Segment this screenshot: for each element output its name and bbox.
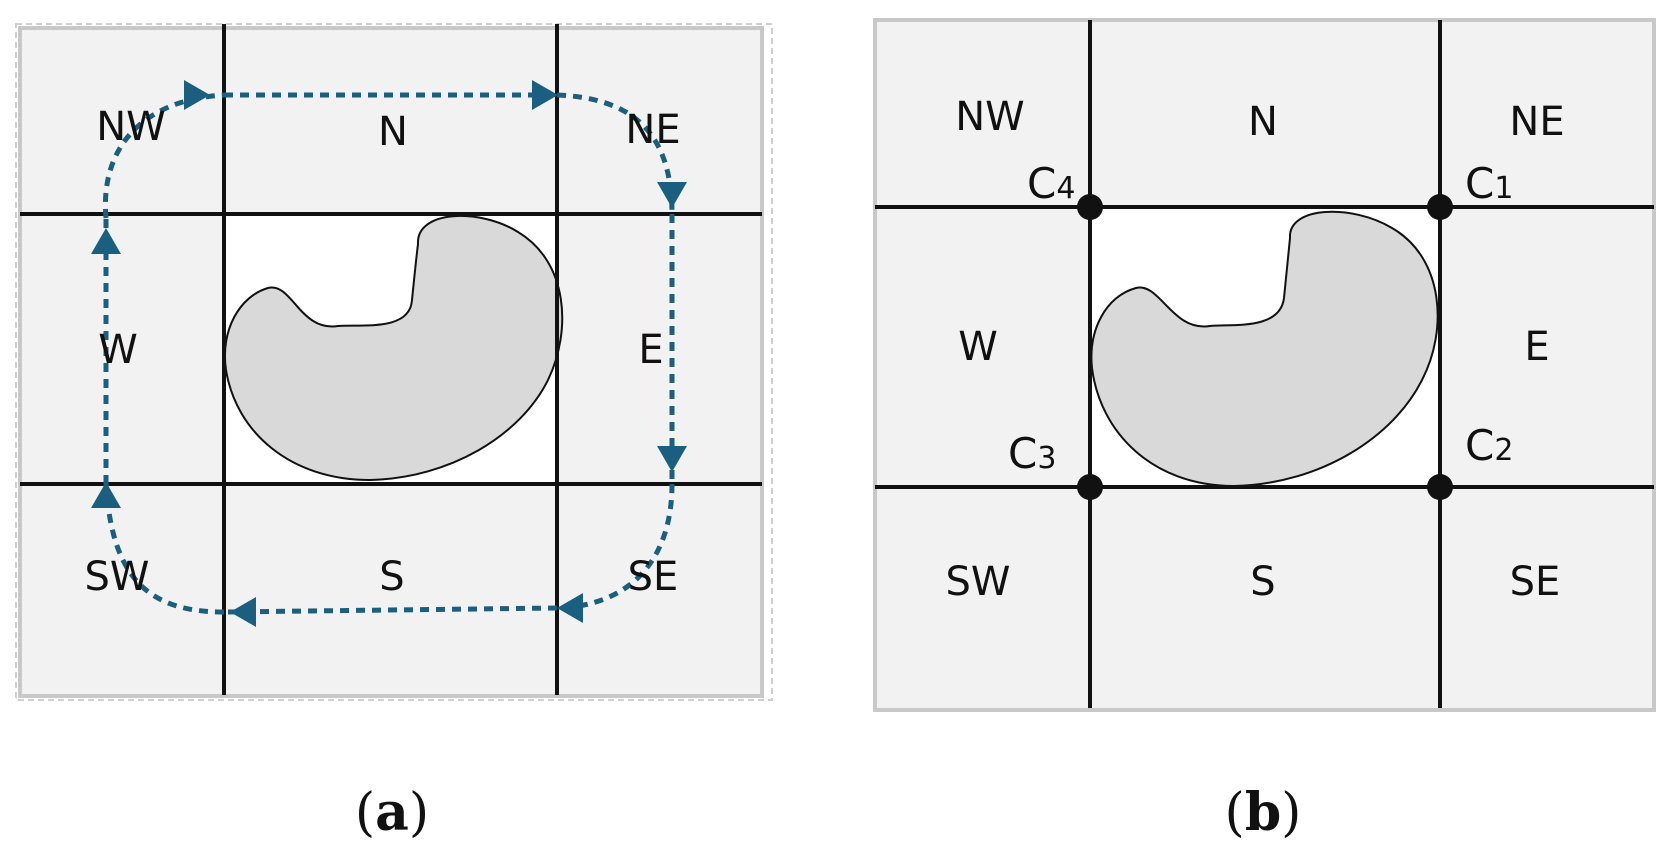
arrowhead-icon bbox=[230, 597, 256, 627]
panel-b-label-ne: NE bbox=[1509, 99, 1564, 145]
panel-a-label-w: W bbox=[98, 327, 138, 373]
panel-b-region-labels: NW N NE W E SW S SE bbox=[946, 94, 1565, 605]
corner-label-c2-index: 2 bbox=[1494, 433, 1513, 468]
panel-b-label-w: W bbox=[958, 324, 998, 370]
panel-a-path-arrowheads bbox=[91, 80, 687, 627]
corner-label-c2-letter: C bbox=[1465, 421, 1494, 470]
panel-a-label-e: E bbox=[638, 327, 663, 373]
corner-point-c2 bbox=[1427, 474, 1453, 500]
panel-a-label-s: S bbox=[379, 554, 404, 600]
panel-b: C1 C2 C3 C4 NW N NE W E SW S SE (b) bbox=[873, 18, 1656, 843]
corner-label-c1-letter: C bbox=[1465, 159, 1494, 208]
corner-label-c4-letter: C bbox=[1027, 159, 1056, 208]
corner-point-c3 bbox=[1077, 474, 1103, 500]
corner-label-c2: C2 bbox=[1465, 421, 1513, 470]
panel-a-region-labels: NW N NE W E SW S SE bbox=[85, 104, 681, 600]
panel-a-caption-letter: a bbox=[375, 782, 409, 843]
arrowhead-icon bbox=[657, 182, 687, 208]
panel-b-object-shape bbox=[1090, 210, 1439, 488]
panel-b-caption-letter: b bbox=[1245, 782, 1281, 843]
corner-point-c4 bbox=[1077, 194, 1103, 220]
panel-b-label-n: N bbox=[1248, 99, 1278, 145]
panel-b-label-se: SE bbox=[1510, 559, 1561, 605]
panel-a-label-n: N bbox=[378, 109, 408, 155]
corner-label-c4-index: 4 bbox=[1056, 171, 1075, 206]
panel-b-label-s: S bbox=[1250, 559, 1275, 605]
arrowhead-icon bbox=[184, 80, 210, 110]
arrowhead-icon bbox=[532, 80, 558, 110]
arrowhead-icon bbox=[557, 593, 583, 623]
panel-a-grid-lines bbox=[20, 24, 762, 695]
panel-a-label-se: SE bbox=[628, 554, 679, 600]
corner-label-c3: C3 bbox=[1008, 429, 1056, 478]
panel-a: NW N NE W E SW S SE (a) bbox=[15, 23, 773, 843]
panel-a-caption-open: ( bbox=[355, 783, 375, 843]
panel-b-caption: (b) bbox=[1225, 782, 1302, 843]
corner-label-c3-index: 3 bbox=[1037, 441, 1056, 476]
panel-a-outer-dashed-border bbox=[15, 23, 773, 701]
panel-b-caption-open: ( bbox=[1225, 783, 1245, 843]
corner-label-c1-index: 1 bbox=[1494, 171, 1513, 206]
arrowhead-icon bbox=[91, 228, 121, 254]
corner-label-c4: C4 bbox=[1027, 159, 1075, 208]
panel-a-label-ne: NE bbox=[625, 107, 680, 153]
panel-a-label-sw: SW bbox=[85, 554, 150, 600]
panel-a-label-nw: NW bbox=[96, 104, 165, 150]
panel-a-caption-close: ) bbox=[409, 783, 429, 843]
panel-b-caption-close: ) bbox=[1281, 783, 1301, 843]
panel-b-label-sw: SW bbox=[946, 559, 1011, 605]
panel-b-label-nw: NW bbox=[955, 94, 1024, 140]
arrowhead-icon bbox=[657, 446, 687, 472]
panel-b-label-e: E bbox=[1524, 324, 1549, 370]
corner-label-c3-letter: C bbox=[1008, 429, 1037, 478]
arrowhead-icon bbox=[91, 482, 121, 508]
panel-b-corner-points bbox=[1077, 194, 1453, 500]
panel-a-object-shape bbox=[223, 214, 564, 482]
panel-a-caption: (a) bbox=[355, 782, 429, 843]
path-segment-s bbox=[223, 605, 558, 615]
corner-label-c1: C1 bbox=[1465, 159, 1513, 208]
corner-point-c1 bbox=[1427, 194, 1453, 220]
panel-b-corner-labels: C1 C2 C3 C4 bbox=[1008, 159, 1513, 478]
path-segment-s-to-sw bbox=[103, 483, 225, 615]
panel-b-grid-lines bbox=[875, 20, 1654, 708]
